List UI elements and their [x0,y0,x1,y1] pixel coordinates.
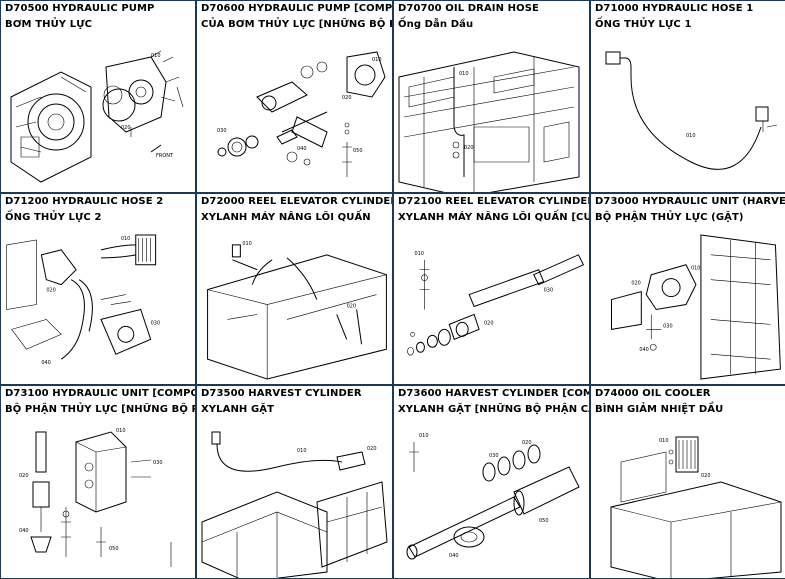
callout-label: 020 [522,440,532,446]
callout-label: 030 [217,128,227,134]
callout-label: 030 [544,288,553,294]
callout-label: 020 [484,320,493,326]
tile-code-title: D74000 OIL COOLER [595,388,711,399]
tile-code-title: D73100 HYDRAULIC UNIT [COMPONENT [5,388,195,399]
tile-harvest-cylinder-components[interactable]: D73600 HARVEST CYLINDER [COMPONE XYLANH … [394,386,589,578]
tile-vn-title: BƠM THỦY LỰC [5,19,93,30]
callout-label: 050 [539,518,549,524]
callout-label: 040 [449,553,459,559]
callout-label: 010 [116,428,126,434]
callout-label: 010 [419,433,429,439]
callout-label: 010 [691,266,700,272]
hydraulic-hose-1-diagram: 010 [591,37,785,192]
hydraulic-unit-components-diagram: 010 020 030 040 050 [19,428,195,578]
callout-label: 030 [489,453,499,459]
callout-label: 010 [242,241,251,247]
tile-code-title: D70500 HYDRAULIC PUMP [5,3,155,14]
callout-label: 030 [151,320,160,326]
callout-label: 010 [459,71,469,77]
tile-code-title: D73000 HYDRAULIC UNIT (HARVEST) [595,196,785,207]
tile-vn-title: BỘ PHẬN THỦY LỰC (GẶT) [595,212,744,223]
tile-vn-title: XYLANH MÁY NÂNG LÕI QUẤN [CUÕM P [398,212,589,223]
hydraulic-unit-harvest-diagram: 010 020 030 040 [591,230,785,384]
tile-vn-title: Ống Dẫn Dầu [398,19,474,30]
tile-code-title: D71000 HYDRAULIC HOSE 1 [595,3,754,14]
callout-label: 040 [19,528,29,534]
oil-cooler-diagram: 010 020 [591,422,785,578]
tile-hydraulic-hose-1[interactable]: D71000 HYDRAULIC HOSE 1 ỐNG THỦY LỰC 1 0… [591,1,785,192]
tile-code-title: D70700 OIL DRAIN HOSE [398,3,539,14]
callout-label: 010 [686,133,696,139]
tile-hydraulic-pump-components[interactable]: D70600 HYDRAULIC PUMP [COMPONEN CỦA BƠM … [197,1,392,192]
callout-label: 010 [297,448,307,454]
tile-vn-title: XYLANH GẶT [201,404,275,415]
tile-hydraulic-unit-components[interactable]: D73100 HYDRAULIC UNIT [COMPONENT BỘ PHẬN… [1,386,195,578]
tile-oil-cooler[interactable]: D74000 OIL COOLER BÌNH GIẢM NHIỆT DẦU 01… [591,386,785,578]
pump-components-diagram: 010 020 030 040 050 [217,37,392,192]
callout-label: 010 [151,53,161,59]
callout-label: 050 [109,546,119,552]
tile-vn-title: ỐNG THỦY LỰC 2 [5,212,102,223]
hydraulic-pump-diagram: 010 020 FRONT [1,37,195,192]
callout-label: 020 [19,473,29,479]
oil-drain-hose-diagram: 010 020 [394,37,589,192]
tile-vn-title: CỦA BƠM THỦY LỰC [NHỮNG BỘ PHẬ [201,19,392,30]
callout-label: 030 [153,460,163,466]
callout-label: 020 [46,288,55,294]
tile-vn-title: XYLANH GẶT [NHỮNG BỘ PHẬN CẤU T [398,404,589,415]
tile-reel-elevator-cylinder-components[interactable]: D72100 REEL ELEVATOR CYLINDER [CO XYLANH… [394,194,589,384]
reel-cylinder-components-diagram: 010 020 030 [394,251,589,384]
tile-vn-title: BÌNH GIẢM NHIỆT DẦU [595,404,724,415]
hydraulic-hose-2-diagram: 010 020 030 040 [1,230,160,366]
callout-label: 010 [415,251,424,257]
tile-hydraulic-pump[interactable]: D70500 HYDRAULIC PUMP BƠM THỦY LỰC 010 0… [1,1,195,192]
tile-code-title: D72000 REEL ELEVATOR CYLINDER [201,196,392,207]
tile-reel-elevator-cylinder[interactable]: D72000 REEL ELEVATOR CYLINDER XYLANH MÁY… [197,194,392,384]
callout-label: 010 [659,438,669,444]
tile-oil-drain-hose[interactable]: D70700 OIL DRAIN HOSE Ống Dẫn Dầu 010 02… [394,1,589,192]
reel-elevator-cylinder-diagram: 010 020 [197,241,392,384]
tile-hydraulic-unit-harvest[interactable]: D73000 HYDRAULIC UNIT (HARVEST) BỘ PHẬN … [591,194,785,384]
callout-label: 020 [342,95,352,101]
tile-code-title: D72100 REEL ELEVATOR CYLINDER [CO [398,196,589,207]
callout-label: 020 [464,145,474,151]
tile-vn-title: ỐNG THỦY LỰC 1 [595,19,692,30]
callout-label: 020 [701,473,711,479]
tile-code-title: D73600 HARVEST CYLINDER [COMPONE [398,388,589,399]
tile-code-title: D73500 HARVEST CYLINDER [201,388,362,399]
callout-label: 020 [631,281,640,287]
tile-code-title: D70600 HYDRAULIC PUMP [COMPONEN [201,3,392,14]
tile-hydraulic-hose-2[interactable]: D71200 HYDRAULIC HOSE 2 ỐNG THỦY LỰC 2 0… [1,194,195,384]
harvest-cylinder-components-diagram: 010 020 030 040 050 [394,433,589,578]
callout-label: 020 [347,303,356,309]
callout-label: 040 [639,347,648,353]
harvest-cylinder-diagram: 010 020 [197,422,392,578]
tile-vn-title: XYLANH MÁY NÂNG LÕI QUẤN [201,212,371,223]
tile-vn-title: BỘ PHẬN THỦY LỰC [NHỮNG BỘ PHẬN [5,404,195,415]
callout-label: 020 [121,125,131,131]
callout-label: 040 [41,360,50,366]
front-label: FRONT [156,153,174,159]
callout-label: 030 [663,323,672,329]
callout-label: 040 [297,146,307,152]
callout-label: 010 [372,57,382,63]
callout-label: 010 [121,236,130,242]
callout-label: 020 [367,446,377,452]
tile-code-title: D71200 HYDRAULIC HOSE 2 [5,196,164,207]
callout-label: 050 [353,148,363,154]
tile-harvest-cylinder[interactable]: D73500 HARVEST CYLINDER XYLANH GẶT 010 0… [197,386,392,578]
